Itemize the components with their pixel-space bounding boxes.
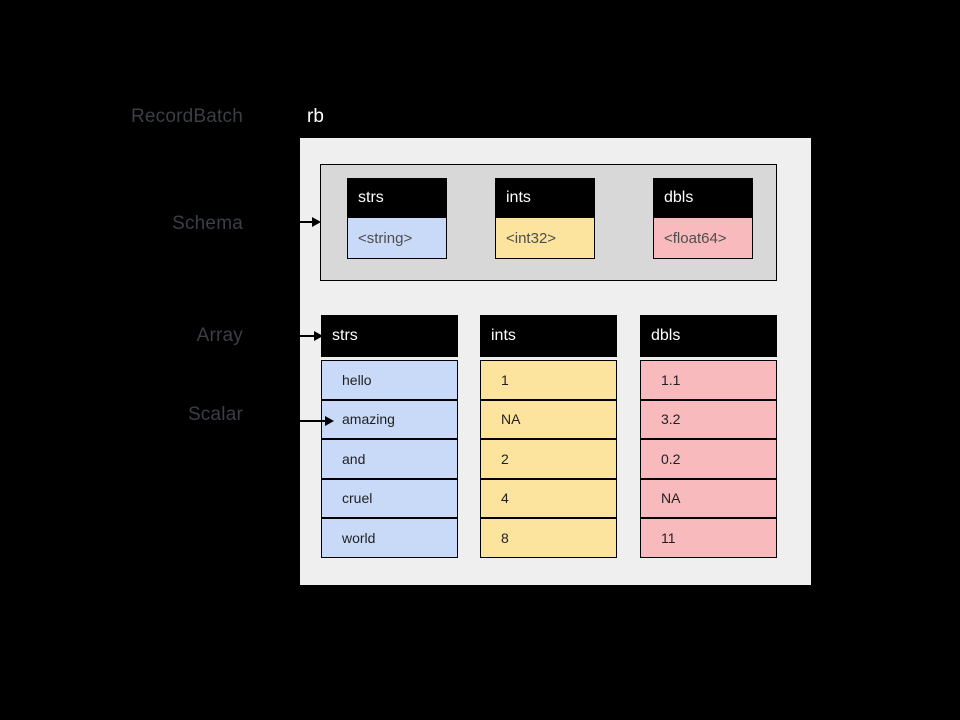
array-label: Array — [196, 325, 243, 346]
schema-label: Schema — [172, 213, 243, 234]
array-cell: amazing — [321, 399, 458, 439]
arrow-head-icon — [314, 331, 323, 341]
schema-field-type: <string> — [347, 218, 447, 259]
array-cell: world — [321, 518, 458, 558]
arrow-head-icon — [325, 416, 334, 426]
arrow-head-icon — [312, 217, 321, 227]
array-cell: 3.2 — [640, 399, 777, 439]
scalar-label: Scalar — [187, 404, 243, 425]
array-cell: 1.1 — [640, 360, 777, 400]
schema-field-card-dbls: dbls <float64> — [653, 178, 753, 259]
rb-variable-label: rb — [307, 106, 324, 127]
array-cell: 1 — [480, 360, 617, 400]
schema-field-type: <float64> — [653, 218, 753, 259]
schema-field-name: ints — [495, 178, 595, 218]
array-cell: cruel — [321, 478, 458, 518]
schema-field-card-strs: strs <string> — [347, 178, 447, 259]
schema-field-name: dbls — [653, 178, 753, 218]
array-header: ints — [480, 315, 617, 357]
array-cell: 11 — [640, 518, 777, 558]
arrow-line — [252, 335, 314, 337]
array-cells: hello amazing and cruel world — [321, 360, 458, 558]
array-header: strs — [321, 315, 458, 357]
array-cell: 2 — [480, 439, 617, 479]
array-cell: and — [321, 439, 458, 479]
array-cell: 0.2 — [640, 439, 777, 479]
array-cell: 8 — [480, 518, 617, 558]
arrow-line — [252, 420, 325, 422]
array-header: dbls — [640, 315, 777, 357]
array-cell: 4 — [480, 478, 617, 518]
array-cell: NA — [640, 478, 777, 518]
recordbatch-label: RecordBatch — [130, 106, 243, 127]
schema-field-name: strs — [347, 178, 447, 218]
schema-box: strs <string> ints <int32> dbls <float64… — [320, 164, 777, 281]
arrow-line — [252, 221, 312, 223]
array-cells: 1.1 3.2 0.2 NA 11 — [640, 360, 777, 558]
array-cell: NA — [480, 399, 617, 439]
array-cell: hello — [321, 360, 458, 400]
schema-field-type: <int32> — [495, 218, 595, 259]
schema-field-card-ints: ints <int32> — [495, 178, 595, 259]
array-cells: 1 NA 2 4 8 — [480, 360, 617, 558]
